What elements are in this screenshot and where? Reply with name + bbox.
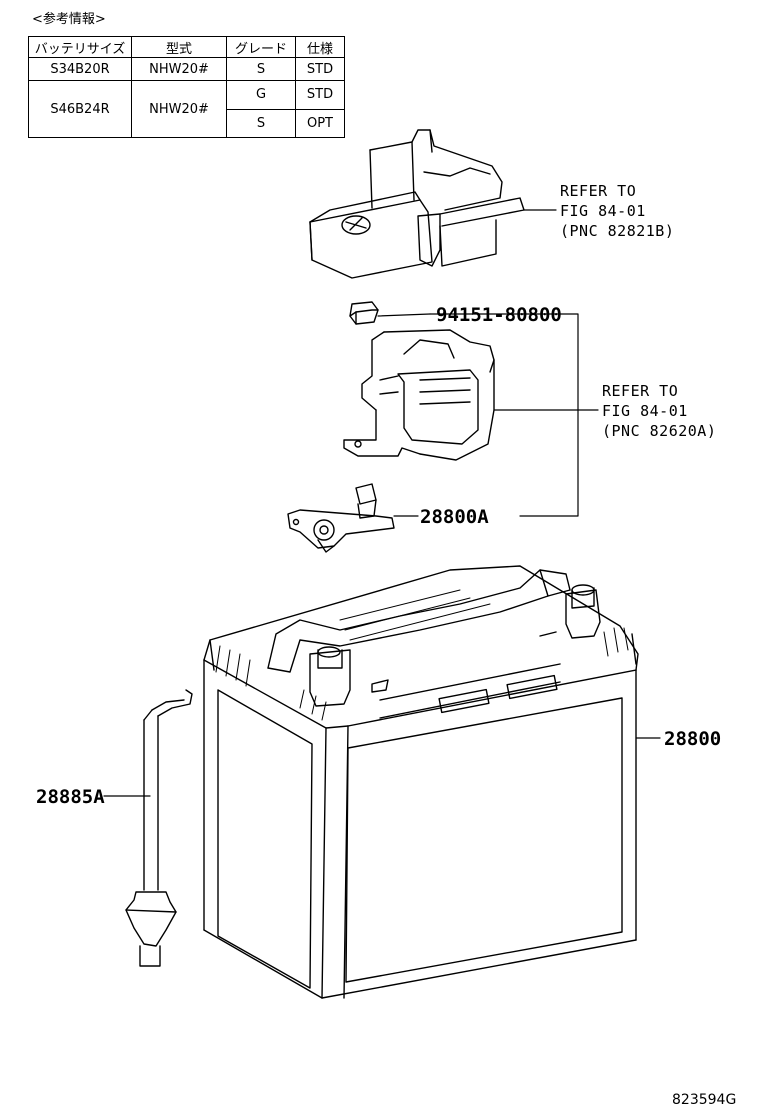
- nut-part: [349, 301, 379, 325]
- terminal-cover-part: [343, 329, 495, 461]
- vent-hose-part: [125, 689, 193, 967]
- cell-grade: S: [226, 57, 296, 81]
- illustration-code: 823594G: [672, 1092, 736, 1108]
- cell-model: NHW20#: [131, 80, 227, 138]
- refer-to-82821b-line3: (PNC 82821B): [560, 222, 674, 240]
- cell-model: NHW20#: [131, 57, 227, 81]
- battery-part: [203, 565, 639, 999]
- refer-to-82620a-line2: FIG 84-01: [602, 402, 688, 420]
- leader-lines: [103, 209, 661, 797]
- reference-table-header: バッテリサイズ 型式 グレード 仕様: [28, 36, 345, 58]
- refer-to-82821b-line2: FIG 84-01: [560, 202, 646, 220]
- cell-size: S46B24R: [28, 80, 132, 138]
- part-number-battery: 28800: [664, 728, 721, 750]
- table-row: S OPT: [29, 108, 345, 138]
- cell-size: S34B20R: [28, 57, 132, 81]
- cell-grade: G: [226, 80, 296, 110]
- table-row: S34B20R NHW20# S STD: [28, 57, 345, 81]
- refer-to-82821b-line1: REFER TO: [560, 182, 636, 200]
- header-grade: グレード: [226, 36, 296, 58]
- cell-spec: OPT: [295, 108, 345, 138]
- terminal-part: [287, 483, 395, 553]
- header-battery-size: バッテリサイズ: [28, 36, 132, 58]
- cell-spec: STD: [295, 57, 345, 81]
- cell-grade: S: [226, 108, 296, 138]
- table-row: S46B24R NHW20# G STD: [28, 80, 345, 138]
- reference-table: バッテリサイズ 型式 グレード 仕様 S34B20R NHW20# S STD …: [28, 36, 345, 138]
- reference-caption: <参考情報>: [32, 12, 106, 27]
- part-number-nut: 94151-80800: [436, 304, 562, 326]
- header-model: 型式: [131, 36, 227, 58]
- battery-cover-part: [309, 129, 525, 279]
- refer-to-82620a-line1: REFER TO: [602, 382, 678, 400]
- part-number-vent-hose: 28885A: [36, 786, 105, 808]
- part-number-terminal: 28800A: [420, 506, 489, 528]
- refer-to-82620a-line3: (PNC 82620A): [602, 422, 716, 440]
